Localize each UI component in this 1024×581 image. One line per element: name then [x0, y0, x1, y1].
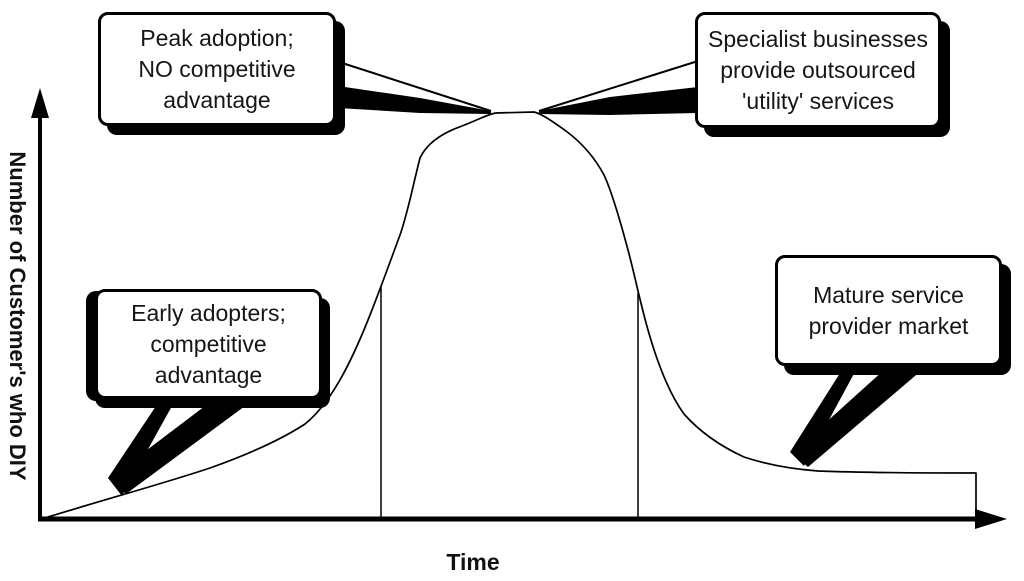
adoption-curve	[47, 111, 977, 518]
callout-text: NO competitive	[138, 55, 296, 82]
callout-tail-peak-adoption	[338, 61, 492, 114]
callout-text: Early adopters;	[131, 299, 286, 326]
callout-text: Mature service	[813, 281, 964, 308]
callout-text: 'utility' services	[742, 87, 894, 114]
callout-specialist-services: Specialist businesses provide outsourced…	[695, 12, 941, 128]
callout-text: Peak adoption;	[140, 24, 294, 51]
callout-mature-market: Mature service provider market	[775, 255, 1002, 366]
callout-text: advantage	[154, 361, 263, 388]
y-axis-label: Number of Customer's who DIY	[5, 151, 30, 481]
callout-text: Specialist businesses	[708, 25, 928, 52]
callout-text: provide outsourced	[720, 56, 916, 83]
callout-tail-early-adopters	[108, 406, 245, 496]
y-axis-arrowhead-icon	[31, 88, 49, 118]
callout-text: competitive	[150, 330, 267, 357]
callout-peak-adoption: Peak adoption; NO competitive advantage	[98, 12, 336, 126]
callout-tail-specialist-services	[538, 60, 699, 115]
callout-tail-mature-market	[790, 370, 922, 467]
x-axis-arrowhead-icon	[975, 509, 1007, 529]
x-axis-label: Time	[446, 549, 500, 575]
callout-early-adopters: Early adopters; competitive advantage	[95, 289, 322, 399]
callout-text: advantage	[163, 86, 271, 113]
callout-text: provider market	[808, 312, 969, 339]
